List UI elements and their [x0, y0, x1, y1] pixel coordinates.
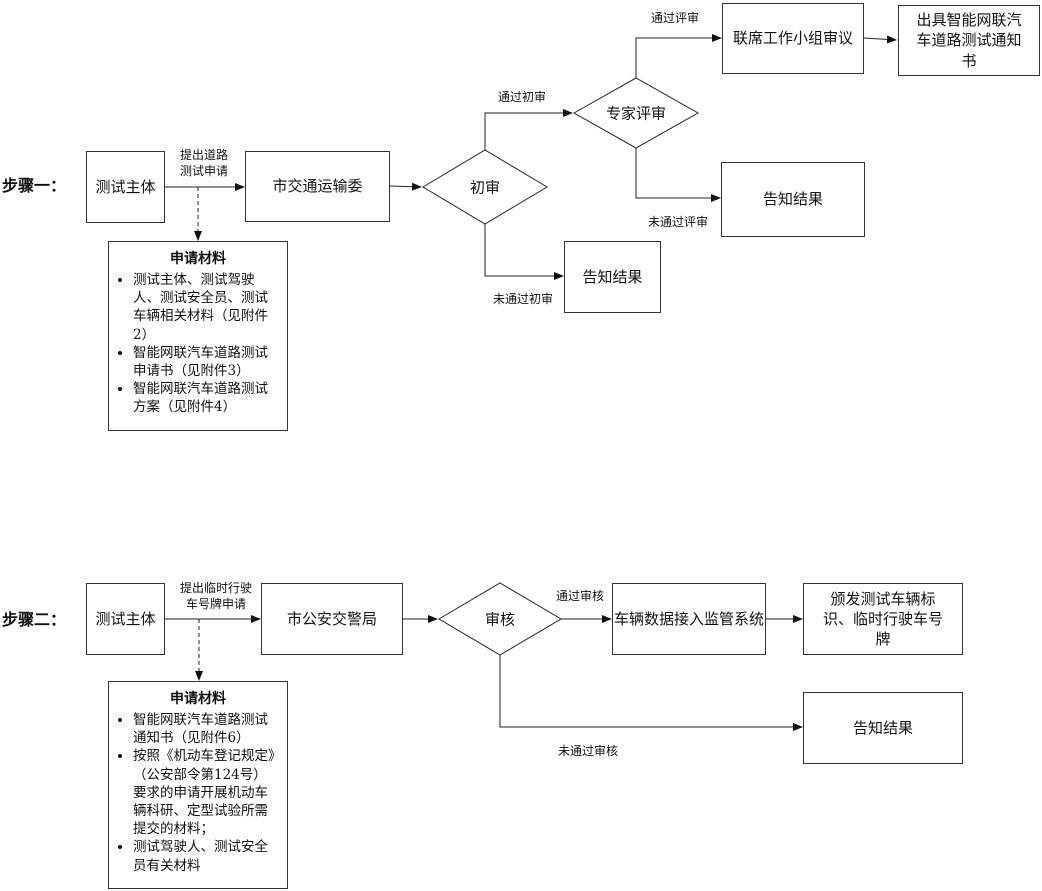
materials-item: 智能网联汽车道路测试申请书（见附件3） — [133, 344, 279, 380]
edge-joint-to-notice — [863, 35, 897, 44]
edge-initial-pass — [484, 109, 573, 150]
traffic-police-box: 市公安交警局 — [261, 583, 403, 655]
issue-test-notice-box: 出具智能网联汽车道路测试通知书 — [898, 5, 1040, 76]
notify-result-box-initial: 告知结果 — [564, 241, 661, 313]
expert-review-text: 专家评审 — [605, 104, 667, 123]
materials-item: 按照《机动车登记规定》（公安部令第124号）要求的申请开展机动车辆科研、定型试验… — [133, 747, 279, 838]
materials-box-2: 申请材料 智能网联汽车道路测试通知书（见附件6） 按照《机动车登记规定》（公安部… — [108, 681, 288, 889]
pass-initial-label: 通过初审 — [498, 90, 547, 104]
materials-list-2: 智能网联汽车道路测试通知书（见附件6） 按照《机动车登记规定》（公安部令第124… — [117, 711, 279, 875]
materials-box-1: 申请材料 测试主体、测试驾驶人、测试安全员、测试车辆相关材料（见附件2） 智能网… — [108, 241, 288, 431]
materials-item: 测试主体、测试驾驶人、测试安全员、测试车辆相关材料（见附件2） — [133, 271, 279, 344]
review-text: 审核 — [484, 610, 516, 629]
materials-list-1: 测试主体、测试驾驶人、测试安全员、测试车辆相关材料（见附件2） 智能网联汽车道路… — [117, 271, 279, 417]
edge-initial-fail — [484, 224, 564, 280]
edge-committee-to-initial — [389, 182, 422, 191]
initial-review-diamond — [422, 149, 548, 225]
pass-expert-label: 通过评审 — [651, 11, 700, 25]
issue-plate-box: 颁发测试车辆标识、临时行驶车号牌 — [803, 583, 963, 655]
step-one-label: 步骤一： — [2, 176, 67, 195]
data-access-box: 车辆数据接入监管系统 — [612, 583, 766, 655]
initial-review-text: 初审 — [469, 178, 501, 197]
materials-title-1: 申请材料 — [170, 251, 226, 267]
expert-review-diamond — [572, 77, 700, 149]
materials-item: 智能网联汽车道路测试方案（见附件4） — [133, 380, 279, 416]
edge-review-fail — [499, 655, 803, 731]
materials-item: 智能网联汽车道路测试通知书（见附件6） — [133, 711, 279, 747]
notify-result-box-expert: 告知结果 — [721, 162, 865, 237]
materials-title-2: 申请材料 — [170, 691, 226, 707]
pass-review-label: 通过审核 — [556, 589, 605, 603]
fail-review-label: 未通过审核 — [558, 744, 619, 758]
step-two-label: 步骤二： — [2, 610, 67, 629]
edge-expert-fail — [635, 148, 721, 202]
materials-item: 测试驾驶人、测试安全员有关材料 — [133, 838, 279, 874]
apply-road-test-label: 提出道路 测试申请 — [180, 148, 229, 178]
joint-review-box: 联席工作小组审议 — [722, 3, 864, 74]
test-subject-box-1: 测试主体 — [86, 151, 165, 223]
edge-expert-pass — [635, 34, 722, 78]
apply-temp-plate-label: 提出临时行驶 车号牌申请 — [180, 581, 253, 611]
notify-result-box-review: 告知结果 — [803, 692, 963, 764]
fail-initial-label: 未通过初审 — [493, 292, 554, 306]
fail-expert-label: 未通过评审 — [648, 215, 709, 229]
test-subject-box-2: 测试主体 — [86, 583, 165, 655]
transport-committee-box: 市交通运输委 — [245, 151, 390, 222]
